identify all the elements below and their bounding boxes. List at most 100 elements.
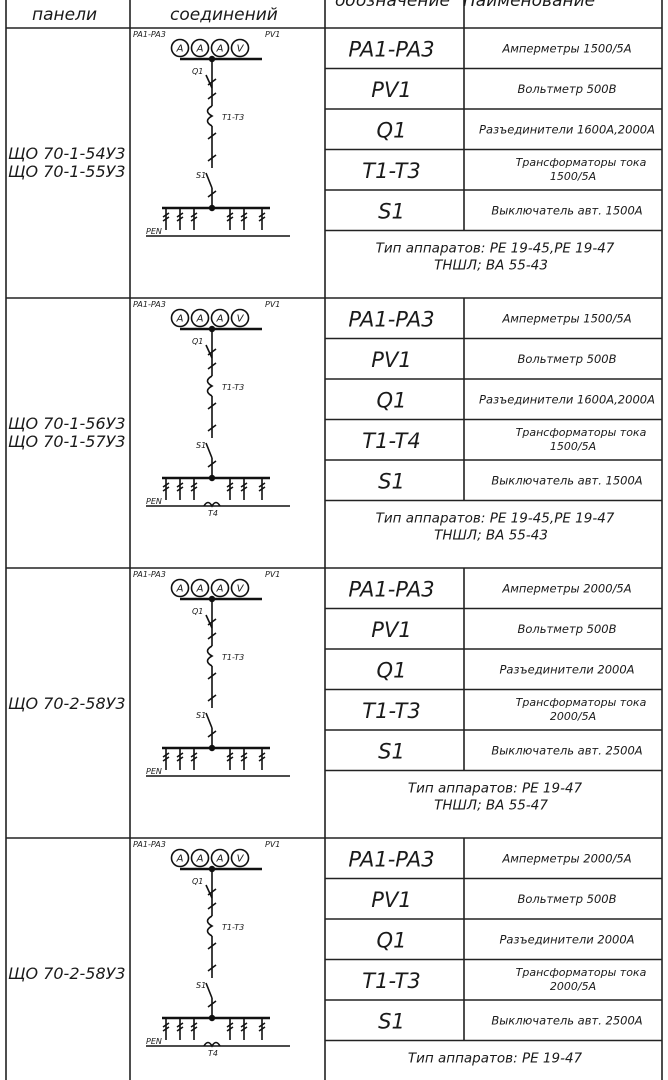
wire-tick — [207, 1000, 217, 1008]
s-label: S1 — [196, 711, 206, 720]
meter-symbol — [230, 38, 250, 58]
device-code: PV1 — [371, 348, 411, 372]
meter-symbol — [170, 38, 190, 58]
feeder-tick — [176, 486, 184, 492]
feeder-tick — [240, 482, 248, 488]
extra-transformer-coil — [203, 501, 221, 508]
meter-symbol — [230, 578, 250, 598]
device-name: Амперметры 2000/5А — [501, 581, 631, 595]
voltmeter-label: PV1 — [265, 300, 280, 309]
meter-letter: A — [216, 584, 224, 595]
feeder-tick — [162, 216, 170, 222]
device-code: PV1 — [371, 888, 411, 912]
q-label: Q1 — [192, 337, 203, 346]
disconnector-blade — [205, 884, 213, 899]
table-header: панели соединений обозначение Наименован… — [32, 0, 595, 25]
device-code: Q1 — [377, 928, 407, 952]
q-label: Q1 — [192, 607, 203, 616]
breaker-blade — [205, 172, 213, 189]
device-code: PA1-PA3 — [348, 577, 434, 601]
wire-tick — [207, 190, 217, 198]
voltmeter-label: PV1 — [265, 570, 280, 579]
device-code: PA1-PA3 — [348, 847, 434, 871]
wire-tick — [207, 618, 217, 626]
wire-tick — [207, 730, 217, 738]
device-name-line: Трансформаторы тока — [516, 156, 647, 169]
wire-tick — [207, 402, 217, 410]
apparatus-types-line: Тип аппаратов: PE 19-45,PE 19-47 — [376, 511, 615, 527]
wire-tick — [207, 902, 217, 910]
apparatus-types-line: Тип аппаратов: PE 19-45,PE 19-47 — [376, 241, 615, 257]
pen-label: PEN — [146, 767, 162, 776]
feeder-tick — [176, 1026, 184, 1032]
breaker-blade — [205, 442, 213, 459]
device-code: Q1 — [377, 118, 407, 142]
device-name-line: 2000/5А — [550, 710, 596, 723]
feeder-tick — [176, 216, 184, 222]
table-grid — [5, 0, 663, 1080]
meter-symbol — [190, 308, 210, 328]
meter-symbol — [170, 578, 190, 598]
feeder-tick — [226, 752, 234, 758]
device-name: Разъединители 2000А — [499, 932, 634, 946]
meter-symbol — [210, 578, 230, 598]
meters-label: PA1-PA3 — [133, 570, 166, 579]
apparatus-types-line: ТНШЛ; ВА 55-43 — [434, 528, 548, 544]
device-name: Вольтметр 500В — [518, 622, 617, 636]
feeder-tick — [226, 486, 234, 492]
device-name: Выключатель авт. 1500А — [491, 473, 642, 487]
transformer-coil — [206, 105, 214, 127]
meter-letter: A — [176, 584, 184, 595]
device-name: Амперметры 2000/5А — [501, 851, 631, 865]
wire-tick — [207, 694, 217, 702]
device-code: PV1 — [371, 618, 411, 642]
device-code: Q1 — [377, 388, 407, 412]
meter-letter: V — [237, 44, 245, 55]
feeder-tick — [162, 1022, 170, 1028]
q-label: Q1 — [192, 877, 203, 886]
device-name: Выключатель авт. 1500А — [491, 203, 642, 217]
pen-label: PEN — [146, 227, 162, 236]
meter-symbol — [190, 578, 210, 598]
device-name-line: 1500/5А — [550, 170, 596, 183]
feeder-tick — [176, 756, 184, 762]
wire-tick — [207, 424, 217, 432]
device-code: PA1-PA3 — [348, 307, 434, 331]
meter-symbol — [230, 848, 250, 868]
voltmeter-label: PV1 — [265, 30, 280, 39]
device-name: Выключатель авт. 2500А — [491, 1013, 642, 1027]
device-code: S1 — [378, 469, 405, 493]
meter-letter: A — [196, 584, 204, 595]
meter-letter: A — [216, 854, 224, 865]
device-name: Разъединители 2000А — [499, 662, 634, 676]
feeder-tick — [226, 212, 234, 218]
s-label: S1 — [196, 441, 206, 450]
voltmeter-label: PV1 — [265, 840, 280, 849]
device-code: T1-T3 — [362, 159, 420, 183]
junction-dot — [208, 204, 216, 212]
meters-label: PA1-PA3 — [133, 300, 166, 309]
q-label: Q1 — [192, 67, 203, 76]
panel-type-name: ЩО 70-1-57У3 — [8, 432, 126, 451]
meter-symbol — [210, 308, 230, 328]
t-label: T1-T3 — [222, 383, 244, 392]
feeder-tick — [176, 752, 184, 758]
meter-symbol — [190, 38, 210, 58]
feeder-tick — [190, 1022, 198, 1028]
feeder-tick — [258, 486, 266, 492]
header-col-name: Наименование — [463, 0, 595, 11]
meter-letter: A — [176, 314, 184, 325]
meter-symbol — [210, 38, 230, 58]
panel-type-name: ЩО 70-1-54У3 — [8, 144, 126, 163]
junction-dot — [208, 474, 216, 482]
meter-letter: A — [196, 44, 204, 55]
feeder-tick — [240, 1022, 248, 1028]
s-label: S1 — [196, 171, 206, 180]
device-name-line: Трансформаторы тока — [516, 966, 647, 979]
